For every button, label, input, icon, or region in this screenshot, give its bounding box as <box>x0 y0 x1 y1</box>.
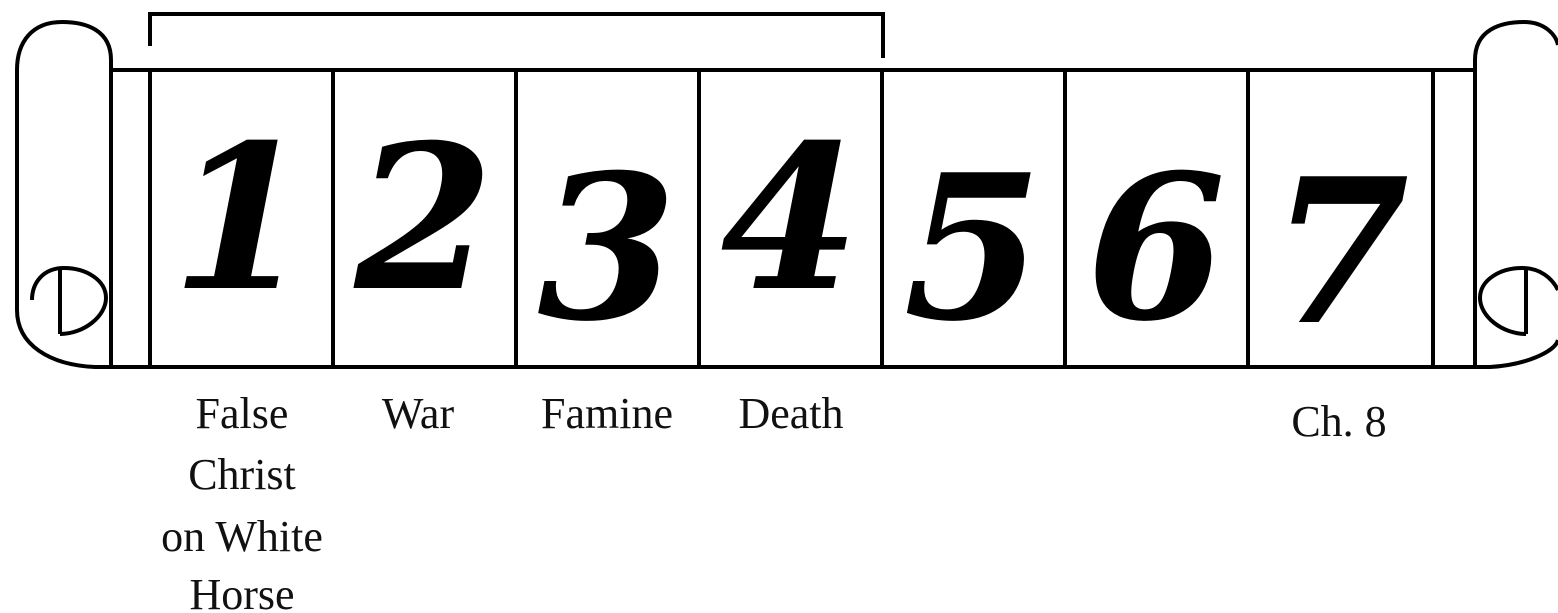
bracket-seals-1-4 <box>150 14 883 58</box>
seal-number-4: 4 <box>720 101 859 336</box>
seal-numbers: 1 2 3 4 5 6 7 <box>171 101 1409 370</box>
caption-seal-2: War <box>382 389 455 438</box>
seal-number-6: 6 <box>1086 131 1225 366</box>
seal-number-5: 5 <box>903 131 1042 366</box>
right-scroll-roll <box>1433 22 1558 367</box>
caption-seal-1-line-2: Christ <box>188 450 296 499</box>
caption-seal-3: Famine <box>541 389 673 438</box>
caption-seal-7: Ch. 8 <box>1291 397 1386 446</box>
seal-number-2: 2 <box>353 101 493 336</box>
seal-captions: False Christ on White Horse War Famine D… <box>161 389 1387 613</box>
left-scroll-roll <box>17 22 150 367</box>
seal-number-7: 7 <box>1270 135 1409 370</box>
caption-seal-1-line-1: False <box>196 389 289 438</box>
seal-number-3: 3 <box>537 131 676 366</box>
caption-seal-1-line-3: on White <box>161 512 323 561</box>
caption-seal-1-line-4: Horse <box>189 570 294 613</box>
seal-number-1: 1 <box>171 101 310 336</box>
caption-seal-4: Death <box>738 389 843 438</box>
